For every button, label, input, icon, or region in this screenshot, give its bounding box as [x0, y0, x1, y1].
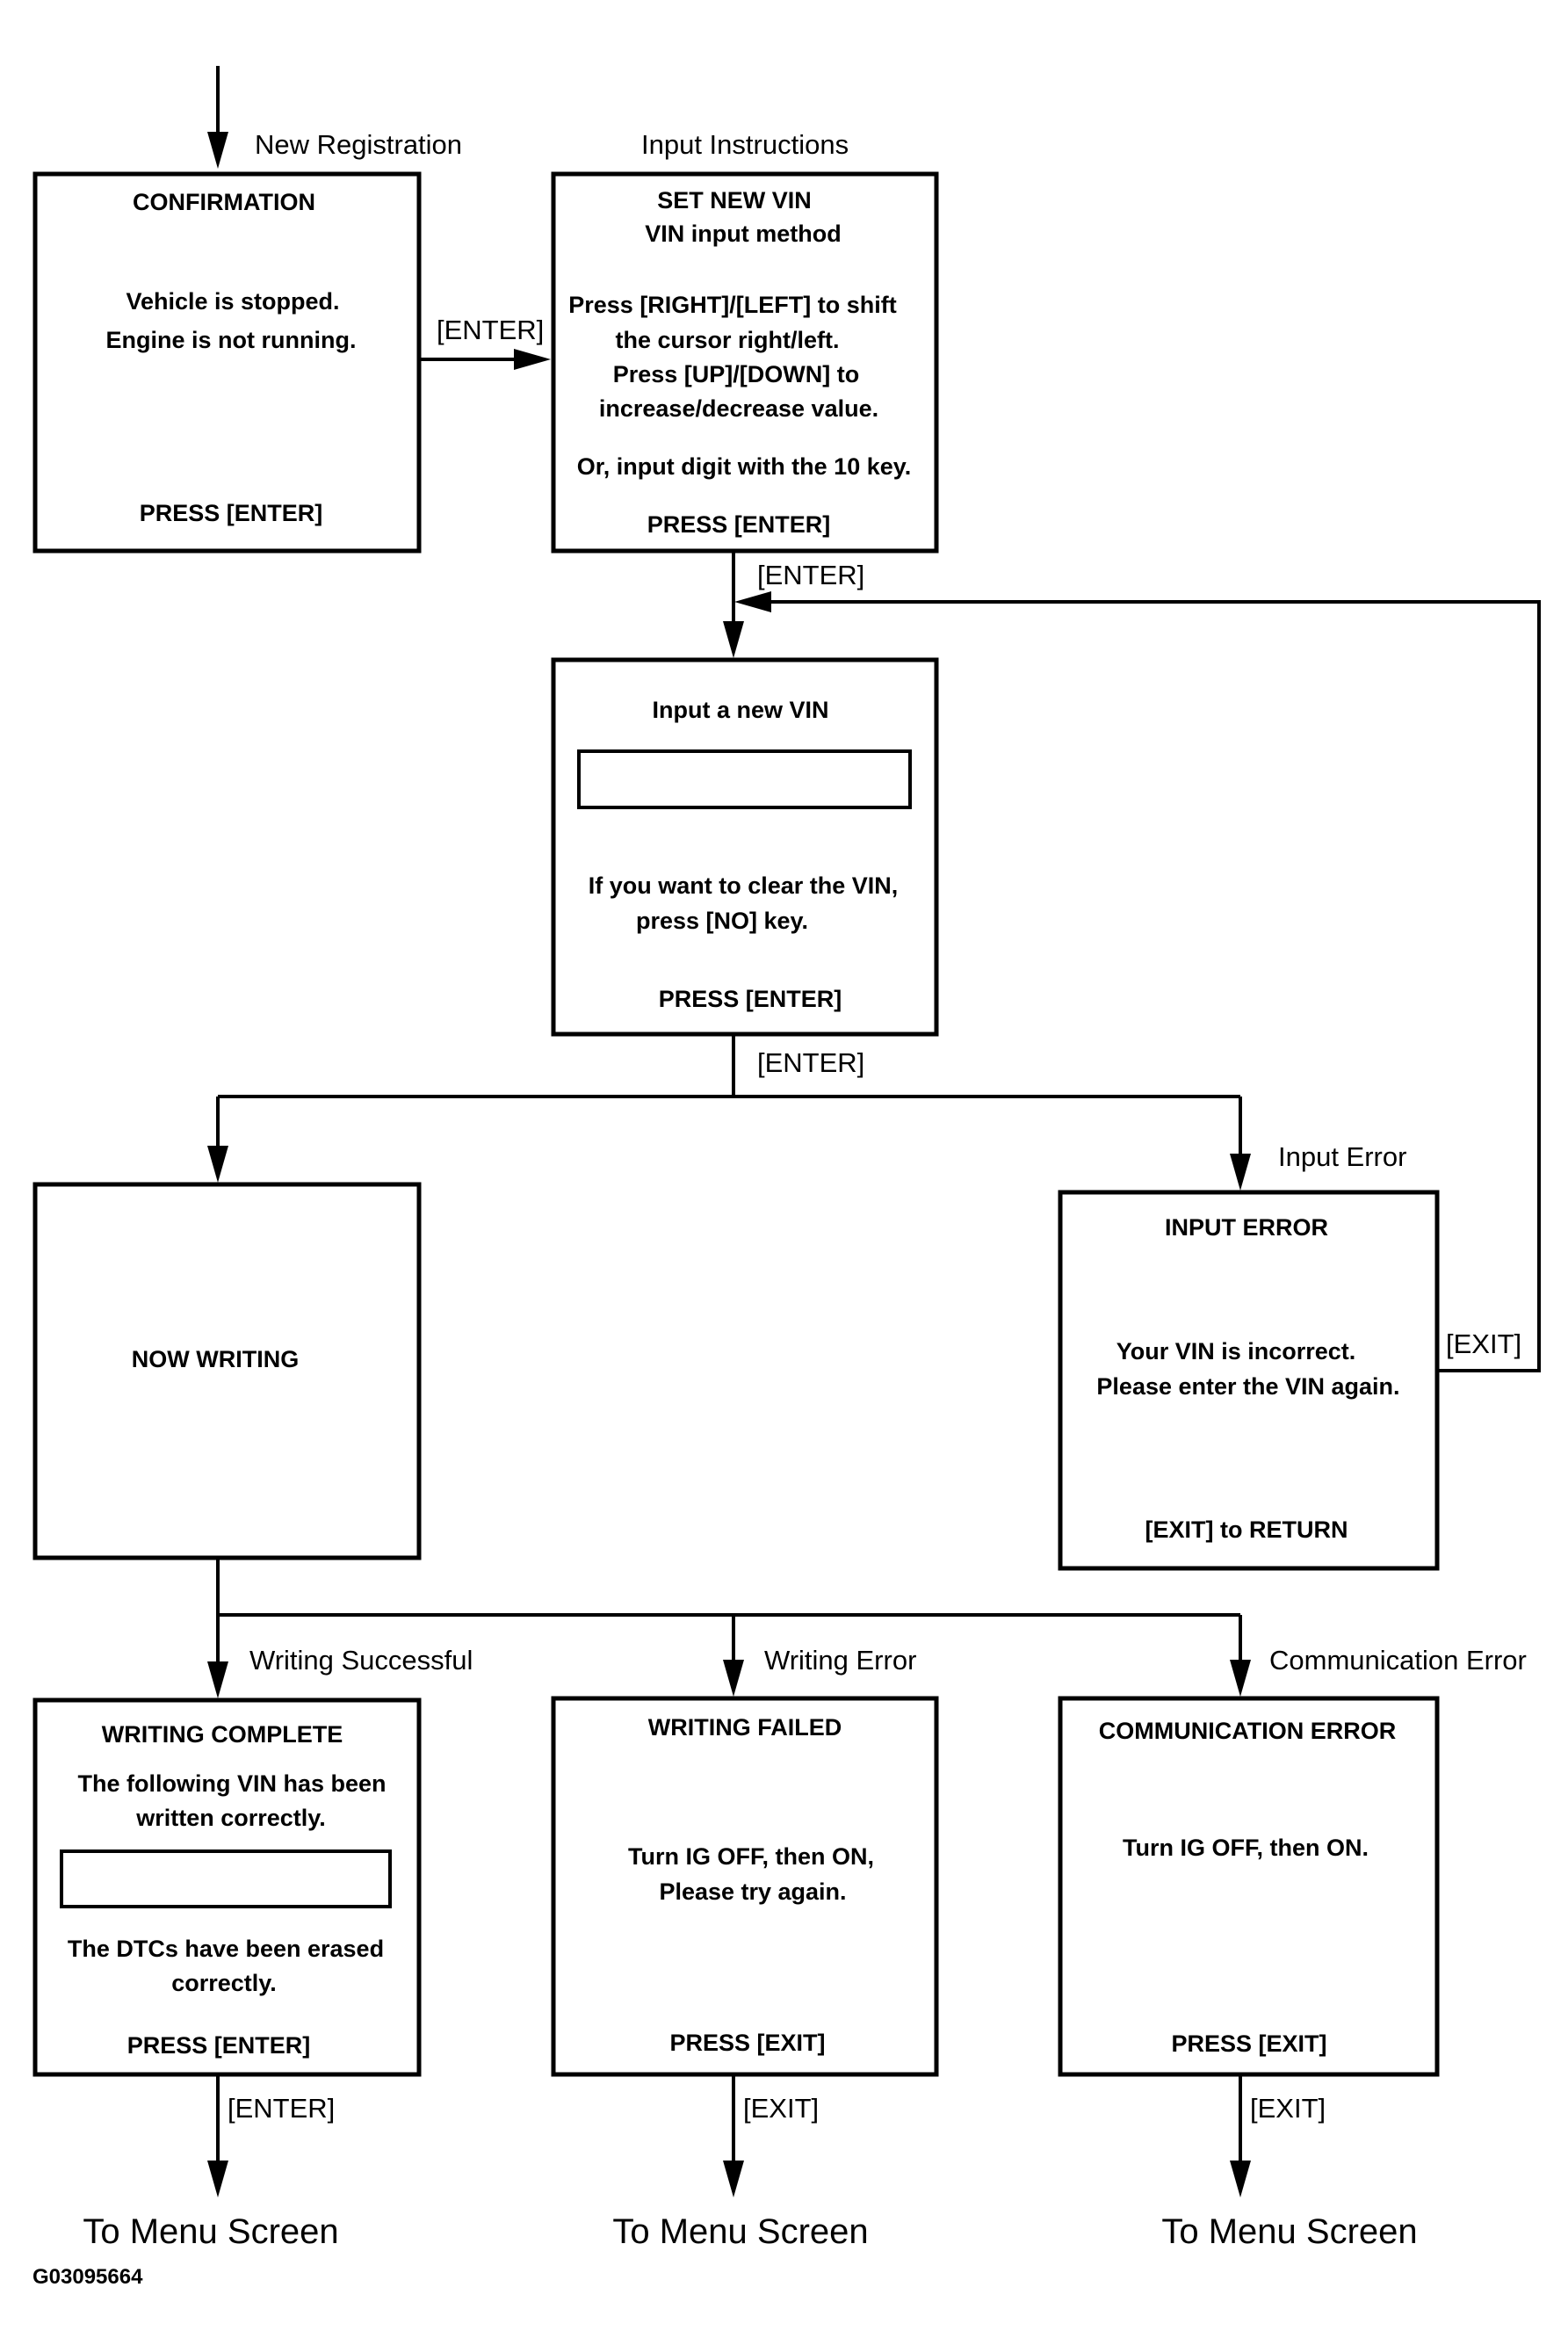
box-title: SET NEW VIN [657, 187, 812, 214]
box-title: CONFIRMATION [133, 189, 315, 215]
box-now-writing: NOW WRITING [33, 1182, 422, 1560]
box-text: correctly. [171, 1970, 277, 1996]
exit-return-arrowhead [734, 591, 771, 612]
box-footer: PRESS [EXIT] [669, 2030, 825, 2056]
box-title: COMMUNICATION ERROR [1099, 1718, 1396, 1744]
box-footer: PRESS [ENTER] [659, 986, 842, 1012]
edge-label-enter: [ENTER] [757, 560, 864, 590]
box-title: WRITING COMPLETE [102, 1721, 343, 1748]
box-text: Please enter the VIN again. [1096, 1373, 1399, 1400]
edge-label-input-instructions: Input Instructions [641, 129, 849, 160]
edge-label-exit: [EXIT] [1250, 2093, 1326, 2124]
to-input-error-arrowhead [1230, 1154, 1251, 1191]
box-text: If you want to clear the VIN, [589, 872, 899, 899]
box-confirmation: CONFIRMATION Vehicle is stopped. Engine … [33, 171, 422, 554]
box-footer: PRESS [ENTER] [127, 2032, 311, 2059]
box-title: Input a new VIN [652, 697, 828, 723]
comm-to-menu-arrowhead [1230, 2161, 1251, 2197]
box-text: Engine is not running. [106, 327, 357, 353]
box-subtitle: VIN input method [645, 221, 841, 247]
box-footer: [EXIT] to RETURN [1145, 1516, 1348, 1543]
box-set-new-vin: SET NEW VIN VIN input method Press [RIGH… [551, 171, 939, 554]
box-text: The DTCs have been erased [68, 1936, 384, 1962]
box-text: Your VIN is incorrect. [1116, 1338, 1356, 1364]
box-footer: PRESS [ENTER] [647, 511, 831, 538]
box-text: written correctly. [135, 1805, 326, 1831]
box-writing-complete: WRITING COMPLETE The following VIN has b… [33, 1697, 422, 2077]
box-text: Or, input digit with the 10 key. [577, 453, 912, 480]
destination-menu-screen: To Menu Screen [1161, 2212, 1417, 2251]
box-text: The following VIN has been [77, 1770, 386, 1797]
to-writing-arrowhead [207, 1146, 228, 1183]
edge-label-new-registration: New Registration [255, 129, 462, 160]
box-input-error: INPUT ERROR Your VIN is incorrect. Pleas… [1058, 1190, 1440, 1571]
box-writing-failed: WRITING FAILED Turn IG OFF, then ON, Ple… [551, 1696, 939, 2077]
to-comm-error-arrowhead [1230, 1660, 1251, 1697]
edge-label-exit: [EXIT] [743, 2093, 819, 2124]
edge-label-enter: [ENTER] [437, 315, 544, 345]
edge-label-communication-error: Communication Error [1269, 1645, 1527, 1676]
edge-label-enter: [ENTER] [757, 1047, 864, 1078]
box-text: Turn IG OFF, then ON. [1123, 1835, 1369, 1861]
vin-input-field [577, 749, 912, 809]
box-communication-error: COMMUNICATION ERROR Turn IG OFF, then ON… [1058, 1696, 1440, 2077]
edge-label-input-error: Input Error [1278, 1141, 1406, 1172]
box-title: NOW WRITING [132, 1346, 299, 1372]
edge-label-writing-error: Writing Error [764, 1645, 916, 1676]
box-text: Press [UP]/[DOWN] to [613, 361, 860, 387]
box-footer: PRESS [ENTER] [140, 500, 323, 526]
destination-menu-screen: To Menu Screen [612, 2212, 868, 2251]
exit-return-connector [770, 600, 1541, 1372]
confirm-to-setvin-arrowhead [514, 349, 551, 370]
box-title: WRITING FAILED [648, 1714, 842, 1741]
box-text: Turn IG OFF, then ON, [628, 1843, 874, 1870]
entry-arrowhead [207, 132, 228, 169]
failed-to-menu-arrowhead [723, 2161, 744, 2197]
setvin-to-input-arrowhead [723, 621, 744, 658]
to-complete-arrowhead [207, 1661, 228, 1698]
box-text: increase/decrease value. [599, 395, 878, 422]
box-footer: PRESS [EXIT] [1171, 2030, 1326, 2057]
edge-label-exit: [EXIT] [1446, 1328, 1521, 1359]
box-text: press [NO] key. [636, 908, 808, 934]
box-text: Please try again. [659, 1878, 846, 1905]
written-vin-field [60, 1849, 392, 1908]
to-failed-arrowhead [723, 1660, 744, 1697]
complete-to-menu-arrowhead [207, 2161, 228, 2197]
destination-menu-screen: To Menu Screen [83, 2212, 338, 2251]
edge-label-enter: [ENTER] [228, 2093, 335, 2124]
box-text: the cursor right/left. [615, 327, 839, 353]
box-text: Press [RIGHT]/[LEFT] to shift [568, 292, 897, 318]
box-input-new-vin: Input a new VIN If you want to clear the… [551, 657, 939, 1037]
box-text: Vehicle is stopped. [126, 288, 339, 315]
box-title: INPUT ERROR [1165, 1214, 1328, 1241]
figure-code: G03095664 [33, 2265, 143, 2289]
edge-label-writing-successful: Writing Successful [249, 1645, 473, 1676]
